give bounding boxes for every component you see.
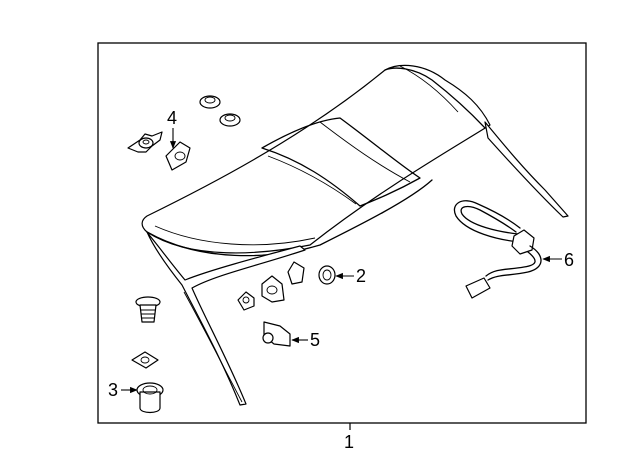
stud-clip-part	[262, 321, 291, 347]
bolt-part	[135, 296, 161, 323]
wire-harness-part	[453, 200, 542, 299]
clip-assembly-part	[127, 95, 241, 171]
grommet-part	[318, 265, 336, 285]
callout-2: 2	[356, 266, 366, 286]
square-nut-part	[131, 351, 159, 369]
callout-6: 6	[564, 250, 574, 270]
callout-4: 4	[167, 108, 177, 128]
small-clips-part	[237, 261, 305, 311]
callout-3: 3	[108, 380, 118, 400]
spoiler-part	[141, 64, 569, 406]
bushing-part	[136, 382, 164, 414]
diagram-frame	[97, 42, 587, 424]
callout-5: 5	[310, 330, 320, 350]
callout-1: 1	[344, 432, 354, 452]
